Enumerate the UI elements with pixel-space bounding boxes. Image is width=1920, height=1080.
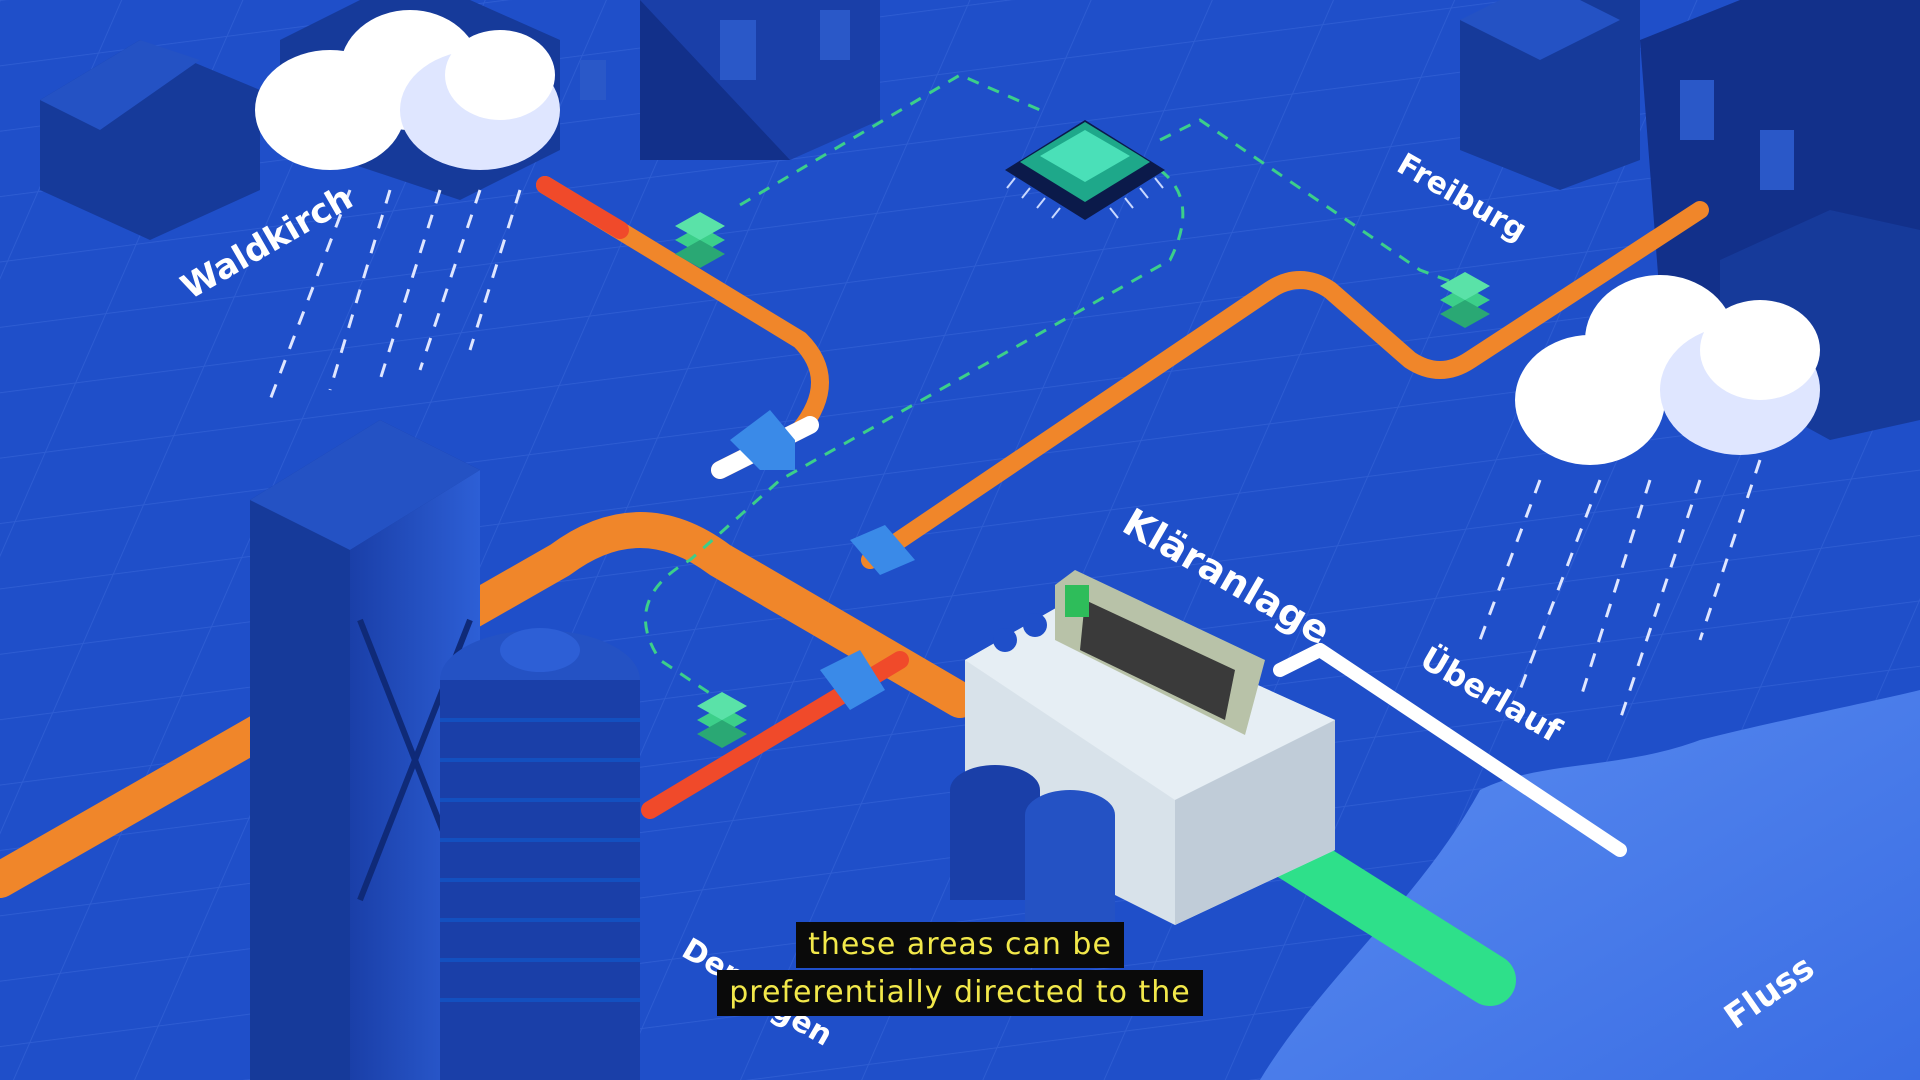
sensor-network	[644, 73, 1461, 702]
rain-cloud-icon	[255, 10, 1820, 721]
river	[1260, 690, 1920, 1080]
pipe-main-left	[0, 512, 978, 898]
sensor-stack-icon	[675, 212, 1490, 748]
tower-round	[440, 628, 640, 1080]
valve-icon	[730, 410, 915, 710]
pipe-freiburg	[861, 201, 1709, 569]
treatment-plant	[950, 570, 1335, 925]
cloud-waldkirch	[255, 10, 560, 401]
cloud-freiburg	[1478, 275, 1820, 721]
pipe-network	[0, 176, 1709, 1006]
chip-icon	[1005, 120, 1165, 220]
pipe-overflow	[1273, 643, 1627, 857]
pipe-waldkirch-red	[536, 176, 629, 239]
